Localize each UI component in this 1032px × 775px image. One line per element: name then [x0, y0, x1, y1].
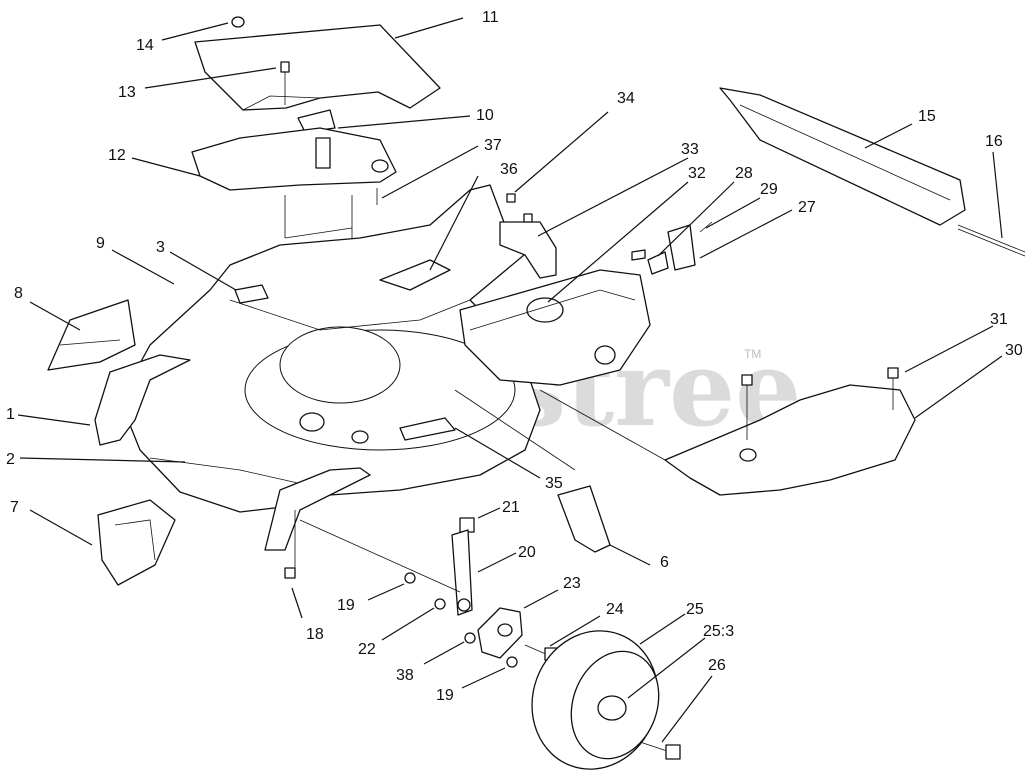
watermark-trademark: TM: [744, 347, 761, 361]
part-front-skirt: [264, 467, 371, 551]
part-bolt-mid: [741, 374, 753, 440]
callout-29: 29: [760, 181, 778, 198]
part-29-pin: [699, 221, 713, 233]
callout-23: 23: [563, 575, 581, 592]
callout-12: 12: [108, 147, 126, 164]
callout-32: 32: [688, 165, 706, 182]
callout-19-top: 19: [337, 597, 355, 614]
callout-8: 8: [14, 285, 23, 302]
callout-35: 35: [545, 475, 563, 492]
callout-19-bottom: 19: [436, 687, 454, 704]
part-30-cover-plate: [664, 384, 916, 496]
part-3-label-plate: [234, 284, 269, 304]
leader-lines: [17, 17, 1003, 743]
part-19-washer-top: [404, 572, 416, 584]
part-16-rod: [957, 224, 1026, 253]
callout-3: 3: [156, 239, 165, 256]
callout-36: 36: [500, 161, 518, 178]
callout-27: 27: [798, 199, 816, 216]
part-26-wheel-bolt: [639, 741, 681, 760]
part-6-bracket: [557, 485, 611, 553]
callout-15: 15: [918, 108, 936, 125]
part-38-nut: [464, 632, 476, 644]
callout-38: 38: [396, 667, 414, 684]
part-10-bracket: [297, 109, 336, 133]
part-12-deflector-base: [191, 127, 397, 191]
part-31-bolt: [887, 367, 899, 410]
callout-21: 21: [502, 499, 520, 516]
callout-9: 9: [96, 235, 105, 252]
part-27-bracket: [667, 224, 696, 271]
callout-18: 18: [306, 626, 324, 643]
part-34-bolt: [506, 193, 533, 223]
part-35-decal: [399, 417, 456, 441]
callout-1: 1: [6, 406, 15, 423]
callout-22: 22: [358, 641, 376, 658]
callout-31: 31: [990, 311, 1008, 328]
callout-20: 20: [518, 544, 536, 561]
part-11-top-cover: [194, 24, 441, 111]
part-33-bracket: [499, 221, 557, 279]
part-13-bolt: [280, 61, 290, 105]
callout-25: 25: [686, 601, 704, 618]
callout-13: 13: [118, 84, 136, 101]
callout-33: 33: [681, 141, 699, 158]
callout-30: 30: [1005, 342, 1023, 359]
part-18-nut: [284, 567, 296, 579]
callout-6: 6: [660, 554, 669, 571]
callout-28: 28: [735, 165, 753, 182]
callout-25-3: 25:3: [703, 623, 734, 640]
callout-26: 26: [708, 657, 726, 674]
part-25-wheel: [531, 630, 660, 770]
callout-16: 16: [985, 133, 1003, 150]
part-15-handle: [719, 87, 966, 226]
part-7-side-flap: [97, 499, 176, 586]
callout-24: 24: [606, 601, 624, 618]
callout-34: 34: [617, 90, 635, 107]
part-20-adjust-plate: [451, 529, 473, 616]
part-14-nut: [231, 16, 245, 28]
part-1-rear-bumper: [94, 354, 191, 446]
part-36-bracket: [379, 259, 451, 291]
part-32-drive-assembly: [459, 269, 651, 386]
callout-37: 37: [484, 137, 502, 154]
callout-14: 14: [136, 37, 154, 54]
part-19-washer-bottom: [506, 656, 518, 668]
callout-11: 11: [482, 9, 499, 26]
callout-7: 7: [10, 499, 19, 516]
part-8-rear-flap: [47, 299, 136, 371]
part-22-screw: [434, 598, 446, 610]
callout-10: 10: [476, 107, 494, 124]
callout-2: 2: [6, 451, 15, 468]
